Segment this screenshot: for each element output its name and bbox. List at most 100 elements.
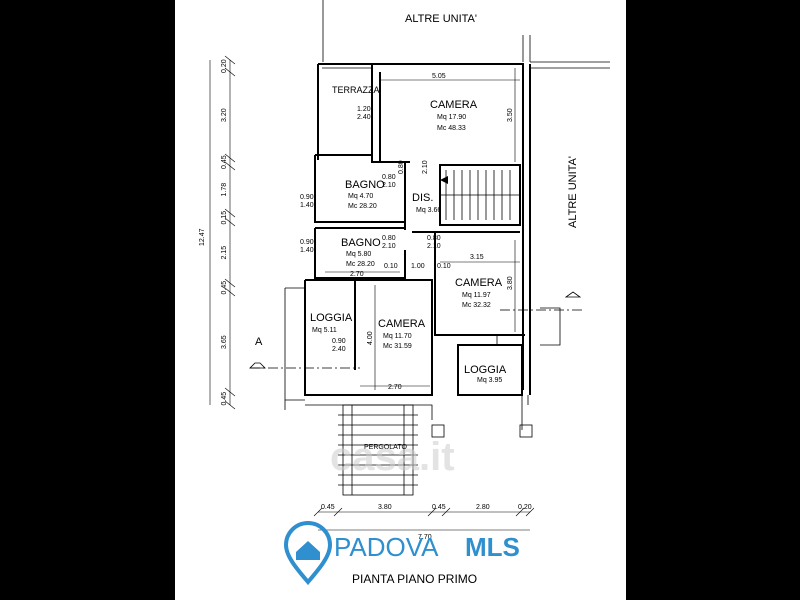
stair-arrow-icon xyxy=(440,176,448,184)
bottom-total-label: 7.70 xyxy=(418,534,432,541)
dim-label: 1.40 xyxy=(300,202,314,209)
bedroom2-name: CAMERA xyxy=(455,277,503,289)
staircase xyxy=(440,170,520,220)
watermark-text: casa.it xyxy=(330,435,455,479)
bathroom1-name: BAGNO xyxy=(345,179,385,191)
pergola-frame xyxy=(342,404,414,496)
dim-label: 2.10 xyxy=(427,243,441,250)
dim-label: 0.90 xyxy=(300,239,314,246)
pergola-name: PERGOLATO xyxy=(364,444,407,451)
loggia-frame xyxy=(284,287,305,410)
dim-tick xyxy=(224,161,236,171)
loggia2-name: LOGGIA xyxy=(464,364,507,376)
bedroom1-area: Mq 17.90 xyxy=(437,114,466,121)
drawing-sheet xyxy=(175,0,626,600)
bathroom2-name: BAGNO xyxy=(341,237,381,249)
top-neighbour-label: ALTRE UNITA' xyxy=(405,13,477,25)
bottom-dim-label: 2.80 xyxy=(476,504,490,511)
dim-label: 2.10 xyxy=(422,160,429,174)
dim-label: 2.40 xyxy=(332,346,346,353)
dim-tick xyxy=(224,287,236,297)
walls xyxy=(284,0,610,438)
bedroom2-volume: Mc 32.32 xyxy=(462,302,491,309)
corridor-walls xyxy=(412,231,520,280)
dim-label: 2.70 xyxy=(350,271,364,278)
dim-label: 0.80 xyxy=(382,174,396,181)
bathroom1-volume: Mc 28.20 xyxy=(348,203,377,210)
dim-label: 2.70 xyxy=(388,384,402,391)
side-neighbour-label: ALTRE UNITA' xyxy=(567,156,579,228)
left-dim-label: 0.45 xyxy=(221,281,228,295)
left-dim-label: 0.15 xyxy=(221,211,228,225)
house-icon xyxy=(296,541,320,560)
loggia1-area: Mq 5.11 xyxy=(312,327,337,334)
pillar xyxy=(431,424,445,438)
bedroom3-walls xyxy=(304,279,433,396)
brand-logo: PADOVA MLS xyxy=(283,521,520,586)
left-dim-label: 0.45 xyxy=(221,155,228,169)
dim-label: 4.00 xyxy=(367,331,374,345)
dim-label: 1.40 xyxy=(300,247,314,254)
dim-label: 2.10 xyxy=(382,243,396,250)
bedroom2-walls xyxy=(434,280,525,336)
section-arrow-icon xyxy=(249,362,266,369)
terrace-partition xyxy=(371,64,381,163)
left-dim-label: 3.20 xyxy=(221,108,228,122)
bottom-dim-label: 0.45 xyxy=(432,504,446,511)
dim-label: 0.80 xyxy=(427,235,441,242)
dim-label: 0.90 xyxy=(300,194,314,201)
dim-tick xyxy=(515,507,525,517)
brand-name-padova: PADOVA xyxy=(334,532,439,562)
dim-tick xyxy=(224,208,236,218)
dim-label: 5.05 xyxy=(432,73,446,80)
bottom-dim-label: 0.20 xyxy=(518,504,532,511)
dim-label: 0.80 xyxy=(398,160,405,174)
dim-tick xyxy=(441,507,451,517)
dim-tick xyxy=(427,507,437,517)
bottom-dimensions: 0.45 3.80 0.45 2.80 0.20 xyxy=(313,504,535,517)
plan-title: PIANTA PIANO PRIMO xyxy=(352,572,477,586)
dim-label: 3.15 xyxy=(470,254,484,261)
left-dim-label: 0.45 xyxy=(221,392,228,406)
dim-label: 3.50 xyxy=(507,108,514,122)
section-arrow-icon xyxy=(564,291,582,298)
dim-tick xyxy=(224,67,236,77)
dim-tick xyxy=(313,507,323,517)
dim-label: 0.80 xyxy=(382,235,396,242)
bedroom3-name: CAMERA xyxy=(378,318,426,330)
left-dim-label: 1.78 xyxy=(221,183,228,197)
bedroom3-area: Mq 11.70 xyxy=(383,333,412,340)
left-total-label: 12.47 xyxy=(199,228,206,246)
bathroom2-volume: Mc 28.20 xyxy=(346,261,375,268)
dim-tick xyxy=(525,507,535,517)
bedroom1-volume: Mc 48.33 xyxy=(437,125,466,132)
dim-tick xyxy=(224,55,236,65)
hallway-name: DIS. xyxy=(412,192,433,204)
left-dim-label: 0.20 xyxy=(221,59,228,73)
bottom-dim-label: 0.45 xyxy=(321,504,335,511)
bedroom2-area: Mq 11.97 xyxy=(462,292,491,299)
terrace-name: TERRAZZA xyxy=(332,85,380,95)
bathroom2-area: Mq 5.80 xyxy=(346,251,371,258)
dim-label: 0.90 xyxy=(332,338,346,345)
location-pin-icon xyxy=(283,521,333,586)
left-dimensions: 0.20 3.20 0.45 1.78 0.15 2.15 0.45 3.65 0.45 xyxy=(221,55,236,410)
bedroom3-volume: Mc 31.59 xyxy=(383,343,412,350)
brand-name-mls: MLS xyxy=(465,532,520,562)
bedroom1-name: CAMERA xyxy=(430,99,478,111)
loggia1-name: LOGGIA xyxy=(310,312,353,324)
dim-label: 2.40 xyxy=(357,114,371,121)
dim-tick xyxy=(224,217,236,227)
left-dim-label: 2.15 xyxy=(221,246,228,260)
dim-tick xyxy=(224,387,236,397)
bottom-dim-label: 3.80 xyxy=(378,504,392,511)
bathroom1-area: Mq 4.70 xyxy=(348,193,373,200)
pillars xyxy=(496,307,561,430)
section-marker: A xyxy=(255,336,263,348)
dim-label: 0.10 xyxy=(384,263,398,270)
pergola xyxy=(338,404,418,496)
left-dim-label: 3.65 xyxy=(221,335,228,349)
dim-label: 1.00 xyxy=(411,263,425,270)
